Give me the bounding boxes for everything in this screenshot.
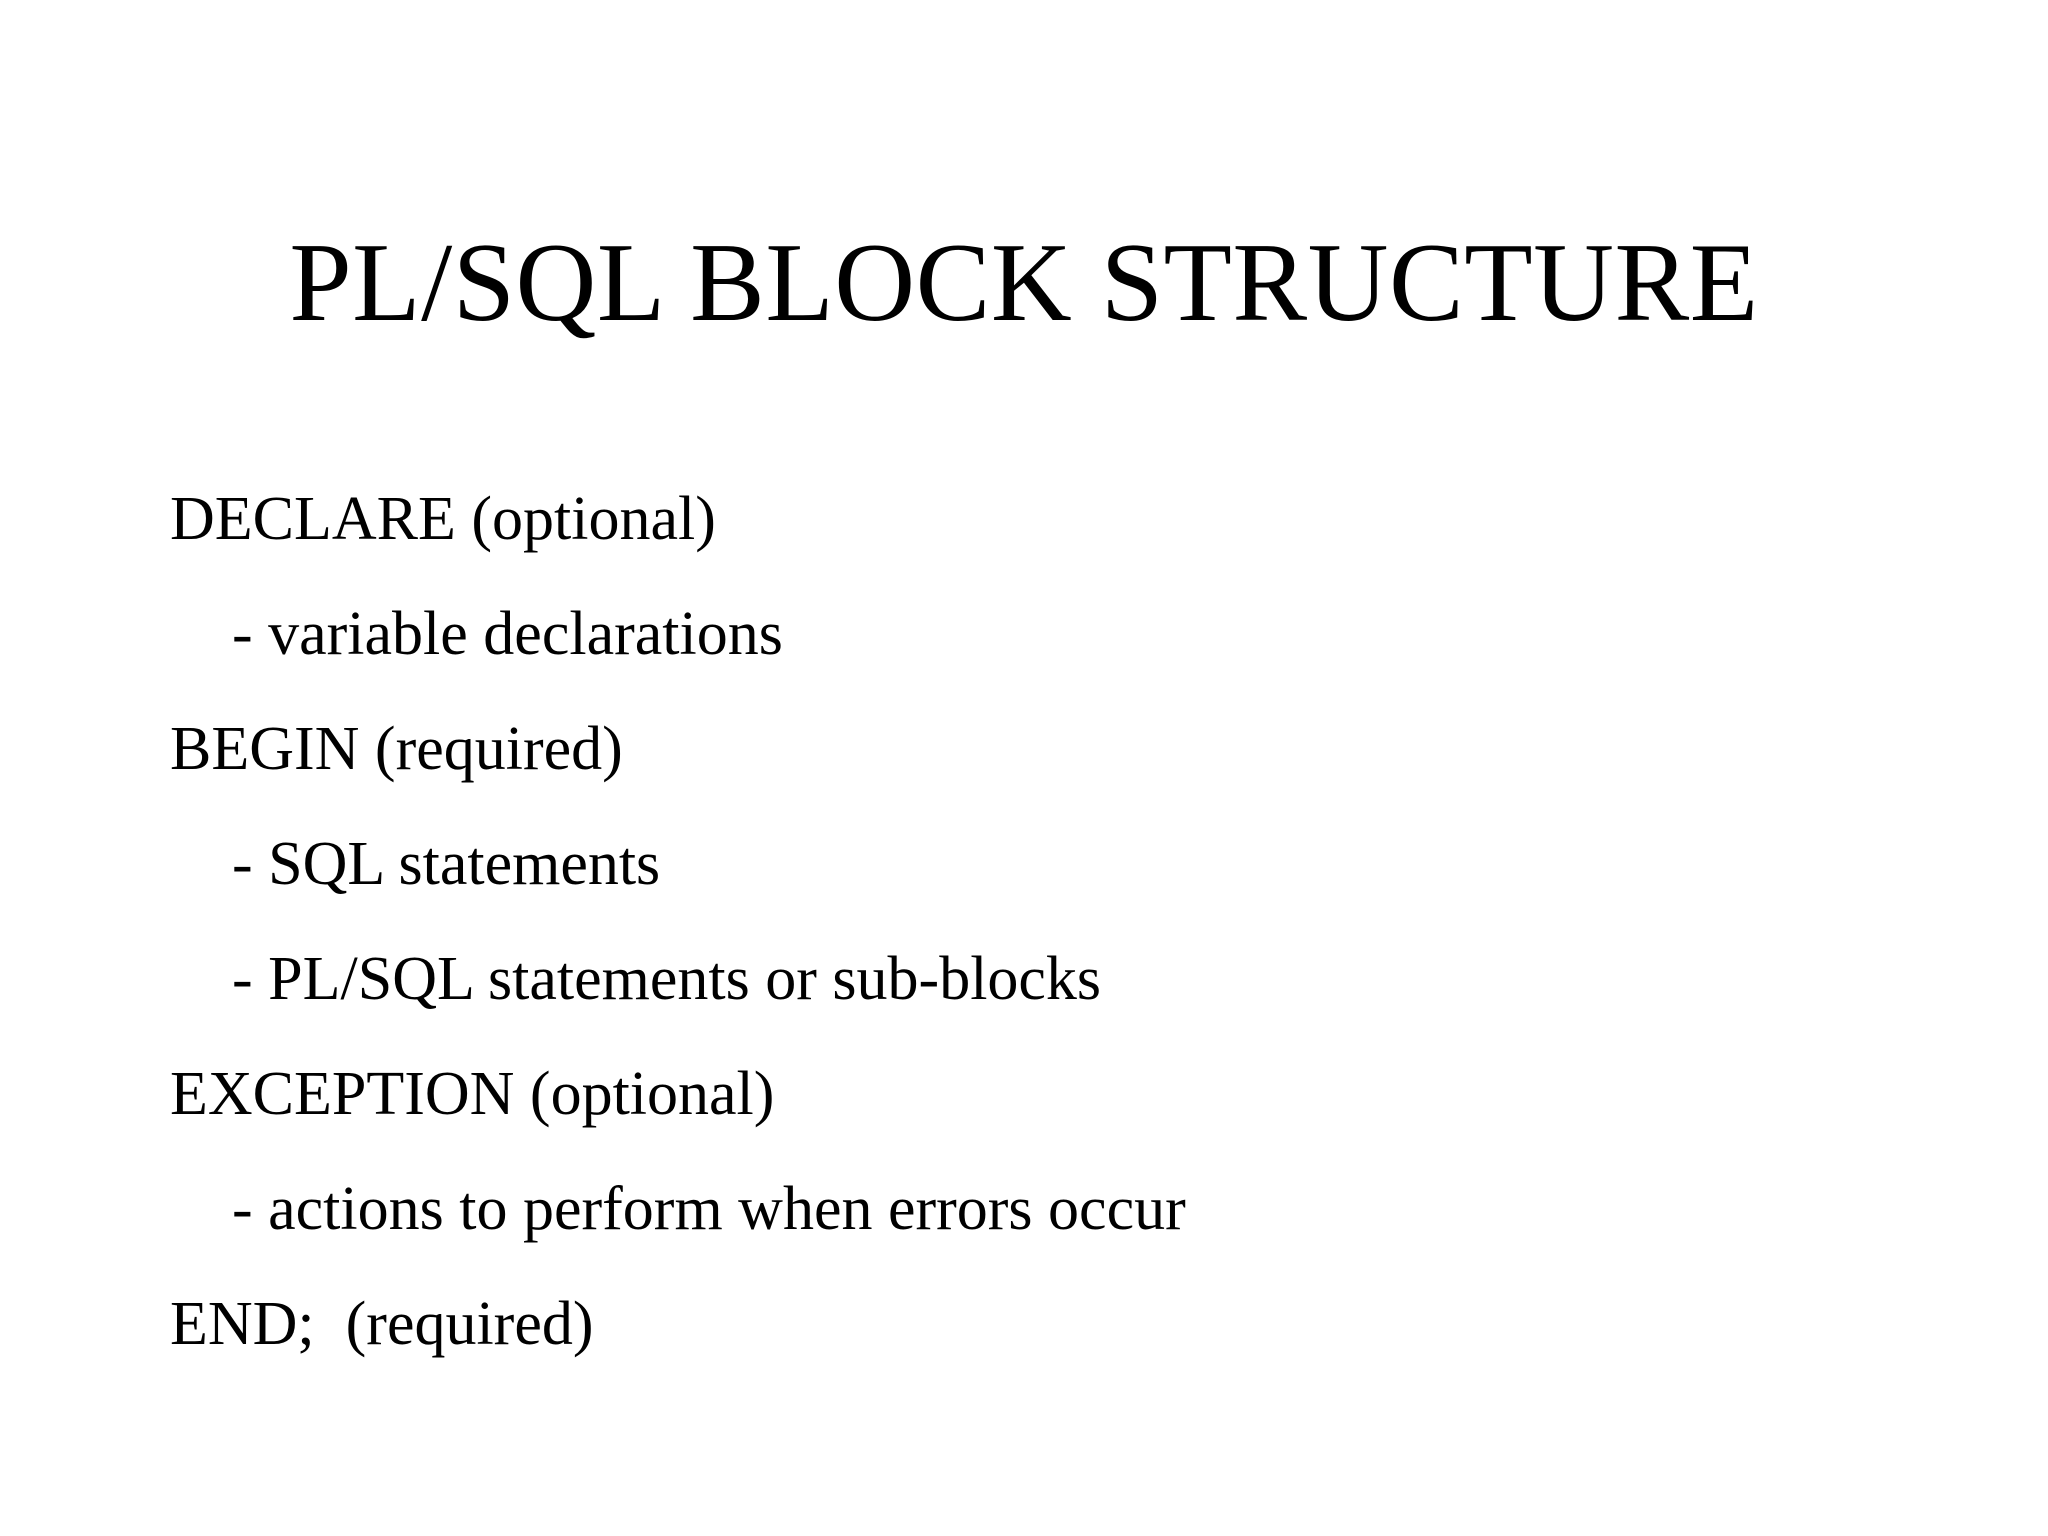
page-title: PL/SQL BLOCK STRUCTURE <box>289 221 1759 346</box>
body-line: EXCEPTION (optional) <box>170 1060 775 1128</box>
body-line: - actions to perform when errors occur <box>232 1175 1186 1243</box>
body-line: BEGIN (required) <box>170 715 623 783</box>
body-line: END; (required) <box>170 1290 594 1358</box>
body-line: - SQL statements <box>232 830 661 898</box>
body-line: DECLARE (optional) <box>170 485 716 553</box>
slide-body-content: DECLARE (optional) - variable declaratio… <box>170 462 1930 1382</box>
body-line: - variable declarations <box>232 600 783 668</box>
body-line: - PL/SQL statements or sub-blocks <box>232 945 1102 1013</box>
